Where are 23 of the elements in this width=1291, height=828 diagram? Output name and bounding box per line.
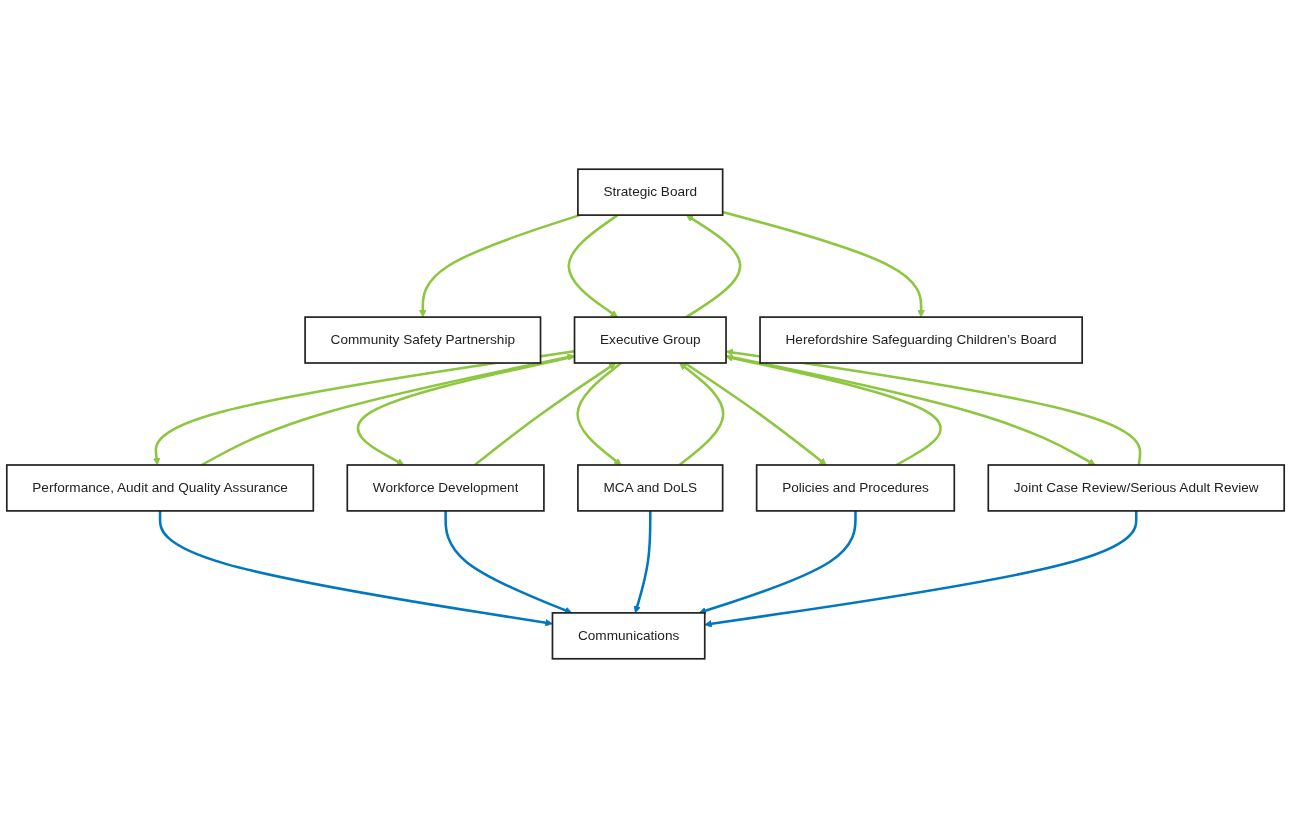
node-box: MCA and DoLS	[577, 464, 724, 512]
arrow	[633, 510, 652, 614]
arrow	[473, 362, 617, 466]
arrow	[567, 214, 619, 318]
arrow	[576, 362, 622, 466]
arrow	[698, 510, 857, 615]
node-box: Strategic Board	[577, 168, 724, 216]
node-box: Workforce Development	[346, 464, 545, 512]
node-box: Executive Group	[573, 316, 727, 364]
node-box: Community Safety Partnership	[304, 316, 542, 364]
arrow	[678, 362, 725, 466]
node-box: Communications	[551, 612, 706, 660]
arrow	[419, 213, 581, 318]
arrow	[444, 510, 573, 614]
arrow	[685, 214, 742, 319]
arrow	[158, 510, 553, 627]
node-box: Policies and Procedures	[755, 464, 956, 512]
arrow	[722, 210, 925, 318]
arrow	[356, 355, 575, 466]
node-box: Joint Case Review/Serious Adult Review	[987, 464, 1286, 512]
node-box: Performance, Audit and Quality Assurance	[5, 464, 315, 512]
node-box: Herefordshire Safeguarding Children’s Board	[759, 316, 1084, 364]
arrow	[704, 510, 1138, 628]
